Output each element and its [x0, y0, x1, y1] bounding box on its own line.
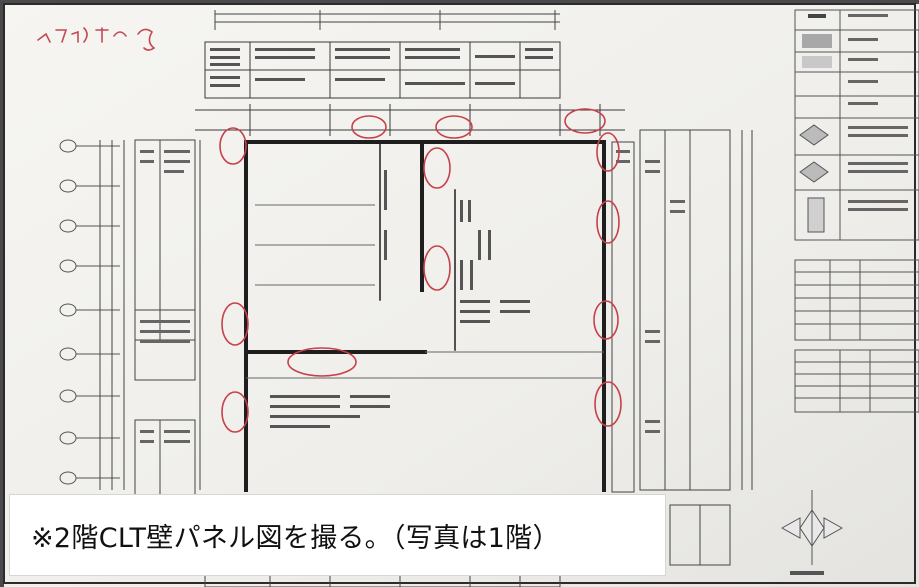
right-plan-strips [611, 129, 753, 493]
legend-bottom-table [794, 349, 919, 413]
top-table-text-marks [210, 48, 553, 87]
left-table-marks [140, 150, 190, 443]
plan-walls [244, 140, 606, 492]
left-dimension-lines [99, 140, 201, 490]
top-table [204, 41, 561, 99]
room-text-marks [270, 170, 530, 428]
legend-text-marks [848, 14, 908, 211]
left-axis-bubbles [59, 139, 120, 485]
legend-middle-table [794, 259, 919, 341]
paper-sheet [4, 4, 919, 587]
photo-frame [3, 3, 916, 584]
handwritten-note [37, 27, 155, 51]
legend-top-table [794, 9, 919, 241]
compass-symbol [780, 490, 844, 565]
right-strip-marks [616, 150, 685, 433]
compass-label [790, 571, 824, 575]
red-circle-marks [219, 108, 622, 433]
plan-top-rail [195, 104, 625, 136]
top-dimension-lines [214, 10, 560, 30]
left-side-tables [134, 139, 196, 496]
bottom-right-block [669, 504, 731, 566]
legend-swatches [799, 14, 832, 233]
caption-text: ※2階CLT壁パネル図を撮る。（写真は1階） [31, 522, 560, 554]
caption-box: ※2階CLT壁パネル図を撮る。（写真は1階） [9, 494, 666, 576]
